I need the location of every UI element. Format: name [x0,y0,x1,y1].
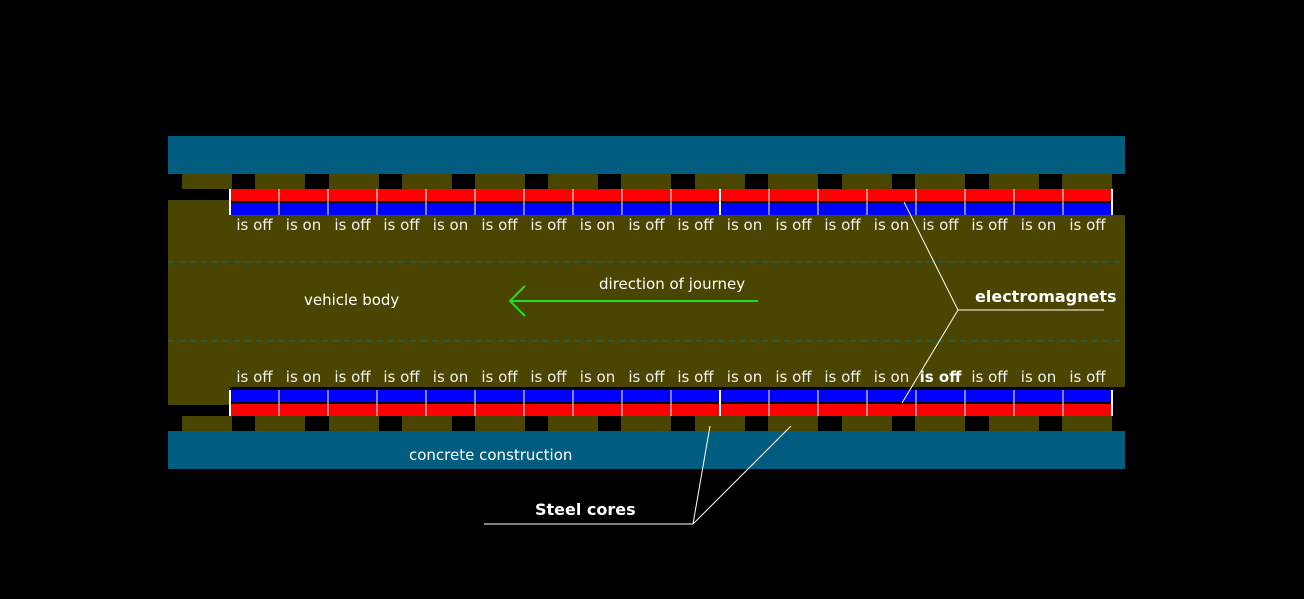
steel-core [329,416,379,431]
steel-core [989,174,1039,189]
magnet-state-label: is off [824,368,861,386]
magnet-state-label: is on [874,216,909,234]
magnet-state-label: is off [383,216,420,234]
steel-core [475,174,525,189]
steel-core [475,416,525,431]
magnet-state-label: is on [286,216,321,234]
magnet-state-label: is on [286,368,321,386]
magnet-state-label: is off [530,216,567,234]
magnet-state-label: is off [920,368,963,386]
steel-cores-top [182,174,1112,189]
magnet-state-label: is on [1021,216,1056,234]
steel-core [915,416,965,431]
concrete-top [168,136,1125,174]
magnet-state-label: is off [922,216,959,234]
magnet-state-label: is off [824,216,861,234]
magnet-state-label: is off [334,216,371,234]
magnet-state-label: is on [727,368,762,386]
magnet-state-label: is on [580,368,615,386]
steel-core [768,174,818,189]
steel-core [255,416,305,431]
magnet-state-label: is on [1021,368,1056,386]
magnet-state-label: is on [874,368,909,386]
direction-label: direction of journey [599,275,745,293]
steel-core [548,416,598,431]
magnet-states-top: is off is on is off is off is on is off is off… [236,216,1106,234]
steel-core [842,174,892,189]
steel-cores-label: Steel cores [535,500,636,519]
steel-core [329,174,379,189]
electromagnets-label: electromagnets [975,287,1117,306]
steel-core [182,416,232,431]
magnet-state-label: is on [433,216,468,234]
magnet-state-label: is off [677,216,714,234]
vehicle-body-label: vehicle body [304,291,399,309]
steel-core [255,174,305,189]
magnet-state-label: is off [628,216,665,234]
magnet-state-label: is off [334,368,371,386]
magnet-state-label: is off [971,216,1008,234]
magnet-state-label: is off [530,368,567,386]
steel-core [842,416,892,431]
magnet-state-label: is off [1069,216,1106,234]
magnet-state-label: is off [971,368,1008,386]
steel-core [621,174,671,189]
magnet-state-label: is off [481,216,518,234]
steel-cores-bottom [182,416,1112,431]
magnet-state-label: is off [677,368,714,386]
magnet-state-label: is off [1069,368,1106,386]
electromagnets-callout [901,201,1104,404]
magnet-dividers [229,189,1113,416]
steel-core [695,416,745,431]
magnet-state-label: is off [383,368,420,386]
vehicle-nose-bottom [168,387,230,405]
vehicle-nose-top [168,200,230,215]
magnet-state-label: is off [236,368,273,386]
magnet-states-bottom: is off is on is off is off is on is off is off… [236,368,1106,386]
steel-core [915,174,965,189]
concrete-label: concrete construction [409,446,572,464]
steel-core [621,416,671,431]
magnet-state-label: is off [628,368,665,386]
magnet-state-label: is off [775,216,812,234]
magnet-state-label: is off [775,368,812,386]
steel-cores-callout [484,425,792,525]
steel-core [695,174,745,189]
steel-core [402,174,452,189]
magnet-state-label: is off [481,368,518,386]
magnet-state-label: is on [580,216,615,234]
magnet-state-label: is off [236,216,273,234]
magnet-state-label: is on [433,368,468,386]
steel-core [548,174,598,189]
steel-core [989,416,1039,431]
steel-core [768,416,818,431]
direction-arrow-icon [508,285,758,317]
steel-core [402,416,452,431]
concrete-bottom [168,431,1125,469]
steel-core [1062,174,1112,189]
magnet-state-label: is on [727,216,762,234]
steel-core [1062,416,1112,431]
steel-core [182,174,232,189]
